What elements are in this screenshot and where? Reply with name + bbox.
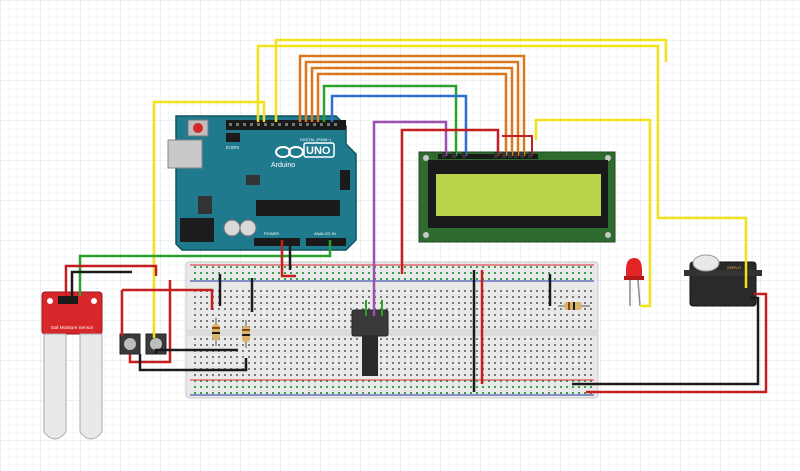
breadboard-lower-terminals: [194, 338, 592, 376]
icsp-header: [226, 133, 240, 142]
wire-green-lcd: [322, 84, 458, 156]
capacitor: [223, 219, 241, 237]
arduino-logo-icon: [275, 146, 304, 158]
analog-pins-label: ANALOG IN: [314, 231, 336, 236]
wire-yellow: [274, 38, 668, 122]
power-jack: [180, 218, 214, 242]
potentiometer-knob: [362, 336, 378, 376]
atmega-chip: [256, 200, 340, 216]
lcd-display-16x2: [418, 151, 616, 243]
power-header: [254, 238, 300, 246]
resistor: [558, 302, 590, 310]
servo-label: SERVO: [727, 265, 741, 270]
sensor-probe-left: [43, 333, 67, 440]
arduino-uno-board: DIGITAL (PWM~) ICSP2 Arduino UNO POWER A…: [167, 115, 357, 251]
wire-red-lcd-power: [400, 128, 500, 274]
servo-horn: [692, 254, 720, 272]
wire-red-sensor-vcc: [64, 264, 158, 296]
usb-chip: [246, 175, 260, 185]
digital-pins-label: DIGITAL (PWM~): [300, 137, 332, 142]
sensor-probe-right: [79, 333, 103, 440]
lcd-header-pins: [442, 152, 532, 158]
wire-black-servo: [572, 296, 760, 386]
breadboard-upper-terminals: [194, 290, 592, 328]
wire-orange: [298, 54, 526, 156]
lcd-screen: [436, 174, 601, 216]
wire-red-5v: [280, 240, 296, 278]
breadboard: [185, 261, 599, 399]
breadboard-top-rail: [190, 265, 594, 281]
led-red: [624, 258, 644, 307]
usb-port: [167, 139, 203, 169]
wire-yellow-button: [152, 100, 266, 338]
sensor-connector: [58, 296, 78, 304]
wire-red-rail: [122, 288, 214, 310]
wire-orange: [310, 66, 514, 156]
wire-red-servo: [586, 292, 768, 394]
potentiometer: [351, 309, 389, 376]
soil-moisture-sensor: Soil Moisture Sensor: [41, 291, 103, 440]
breadboard-bottom-rail: [190, 380, 594, 395]
arduino-model-label: UNO: [306, 145, 331, 157]
power-pins-label: POWER: [264, 231, 279, 236]
wire-orange: [304, 60, 520, 156]
wire-green-sensor: [78, 240, 332, 296]
wires: [64, 38, 768, 394]
wire-yellow-led: [534, 118, 652, 308]
wire-purple-contrast: [372, 120, 448, 316]
servo-motor: SERVO: [684, 254, 762, 307]
wire-blue-lcd: [330, 94, 468, 156]
sensor-label: Soil Moisture Sensor: [51, 325, 94, 330]
wire-black-button: [154, 348, 238, 354]
resistor: [242, 320, 250, 348]
icsp-label: ICSP2: [226, 145, 240, 150]
resistor: [212, 318, 220, 346]
push-button: [119, 333, 141, 355]
capacitor: [239, 219, 257, 237]
arduino-brand-label: Arduino: [271, 162, 295, 169]
wire-yellow-servo-signal: [256, 44, 748, 288]
wire-orange: [316, 72, 508, 156]
analog-header: [306, 238, 346, 246]
wire-black-sensor-gnd: [70, 270, 132, 296]
